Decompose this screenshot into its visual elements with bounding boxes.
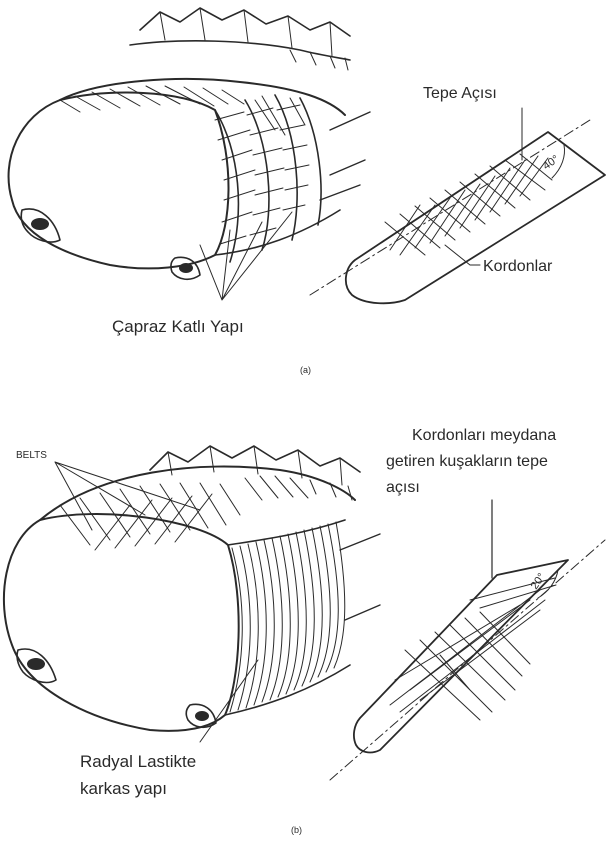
radial-tire-drawing [4,446,380,742]
strip-a-outline [346,132,605,303]
caption-radial-line1: Radyal Lastikte [80,752,196,771]
tire-a-bead-right-core [179,263,193,273]
tire-a-carcass-outline [60,79,345,115]
tire-b-bead-right-core [195,711,209,721]
tire-b-sidewall-opening [4,514,239,731]
tire-a-tread-base [130,41,350,60]
strip-a-cords-pointer [445,245,480,265]
tag-b: (b) [291,825,302,835]
caption-radial-line2: karkas yapı [80,779,167,798]
tire-b-bead-left-core [27,658,45,670]
radial-belt-cord-strip [330,500,605,780]
tire-b-tread-grooves [168,446,352,500]
tire-b-carcass-leader [200,660,258,742]
tire-a-ply-4 [300,98,321,225]
tire-a-sidewall-opening [9,93,229,269]
label-angle-a: 40° [541,153,562,172]
tire-a-bead-left-core [31,218,49,230]
tire-b-rim-lines [340,534,380,620]
label-belts: BELTS [16,450,47,461]
tire-a-rim-line-1 [330,112,370,130]
tag-a: (a) [300,365,311,375]
caption-bias-ply: Çapraz Katlı Yapı [112,317,244,336]
tire-a-ply-hatching [60,86,309,244]
tire-a-ply-3 [275,95,297,240]
strip-b-cords [390,578,556,720]
label-belt-angle-line1: Kordonları meydana [412,427,556,444]
tire-b-carcass-side [225,520,350,715]
label-crest-angle: Tepe Açısı [423,85,497,102]
strip-a-cords [385,154,552,255]
tire-b-radial-cords [230,522,345,712]
bias-ply-tire-drawing [9,8,370,300]
label-belt-angle-line2: getiren kuşakların tepe [386,453,548,470]
label-belt-angle-line3: açısı [386,479,420,496]
label-cords: Kordonlar [483,258,553,275]
tire-a-rim-line-2 [320,160,365,200]
bias-ply-cord-strip [310,108,605,303]
